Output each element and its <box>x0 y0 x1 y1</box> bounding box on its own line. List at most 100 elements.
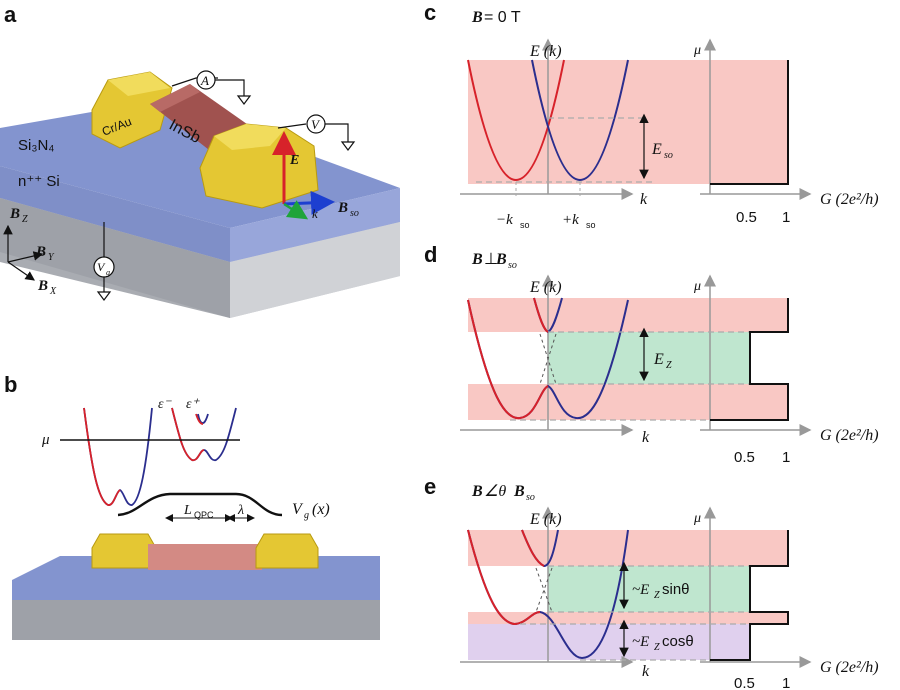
e-lower-band <box>468 624 750 660</box>
ground-icon-2 <box>340 141 356 151</box>
lqpc-sub: QPC <box>194 510 214 520</box>
ground-icon <box>236 95 252 105</box>
nitride-layer-front <box>0 166 230 262</box>
vg-arg: (x) <box>312 501 330 518</box>
e-conductance-step <box>710 530 789 661</box>
c-blue-parabola <box>531 59 629 181</box>
bso-sub: so <box>350 208 359 219</box>
c-minus-kso-sub: so <box>520 220 530 230</box>
d-lower-red <box>467 299 549 420</box>
by-axis <box>7 251 44 263</box>
e-sin-sub: Z <box>654 590 660 601</box>
panel-d: d B ⊥ B so E Z E (k) μ k G (2e²/h) 0.5 1 <box>424 242 879 466</box>
bz-label: B <box>9 206 20 222</box>
e-tick-05: 0.5 <box>734 675 755 690</box>
c-title-b: B <box>471 9 483 26</box>
bx-label: B <box>37 278 48 294</box>
c-tick-1: 1 <box>782 209 790 226</box>
device-b-substrate <box>12 600 380 640</box>
c-mu-label: μ <box>693 43 701 58</box>
d-ez-label: E <box>653 351 664 368</box>
lambda-label: λ <box>237 503 244 518</box>
c-eso-sub: so <box>664 150 673 161</box>
dispersion-right-blue <box>171 407 237 462</box>
panel-label-b: b <box>4 372 17 397</box>
d-tick-05: 0.5 <box>734 449 755 466</box>
e-crossing-dash <box>535 567 553 613</box>
e-middle-band <box>468 612 788 624</box>
d-k-label: k <box>642 429 650 446</box>
c-k-label: k <box>640 191 648 208</box>
c-ek-label: E (k) <box>529 43 562 60</box>
e-ek-label: E (k) <box>529 511 562 528</box>
d-g-label: G (2e²/h) <box>820 427 879 444</box>
c-minus-kso: −k <box>496 212 513 228</box>
c-plus-kso-sub: so <box>586 220 596 230</box>
left-contact-top <box>108 72 170 96</box>
c-plus-kso: +k <box>562 212 579 228</box>
vg-sub: g <box>304 510 309 521</box>
d-title-perp: ⊥ <box>484 251 498 268</box>
c-conductance-step <box>710 60 789 185</box>
panel-label-d: d <box>424 242 437 267</box>
si-block-front <box>0 198 230 318</box>
nanowire-top <box>150 84 200 112</box>
eps-plus-band-red <box>195 413 204 425</box>
bso-label: B <box>337 200 348 216</box>
panel-e: e B ∠θ B so ~E Z sinθ ~E Z cosθ E (k) μ <box>424 474 879 690</box>
e-cos-label: ~E <box>632 634 649 650</box>
eps-minus-label: ε⁻ <box>158 397 173 412</box>
e-sin-rest: sinθ <box>662 581 690 598</box>
bz-sub: Z <box>22 214 28 225</box>
e-k-label: k <box>642 663 650 680</box>
c-red-parabola <box>467 59 565 181</box>
gate-potential-curve <box>117 492 283 517</box>
right-contact-top <box>214 124 286 150</box>
d-title-b2: B <box>495 251 507 268</box>
bx-sub: X <box>49 286 57 297</box>
gate-voltage-label: V <box>97 260 106 274</box>
c-eso-label: E <box>651 141 662 158</box>
d-ek-label: E (k) <box>529 279 562 296</box>
e-sin-gap <box>548 566 750 612</box>
dispersion-right-red <box>171 407 205 462</box>
ammeter-ground-wire <box>215 79 245 96</box>
gate-ground-icon <box>96 291 112 301</box>
device-b-nanowire <box>148 544 262 570</box>
e-lower-red <box>467 529 541 626</box>
d-title-b1: B <box>471 251 483 268</box>
c-tick-05: 0.5 <box>736 209 757 226</box>
d-tick-1: 1 <box>782 449 790 466</box>
e-title-b2: B <box>513 483 525 500</box>
bx-axis <box>7 261 35 281</box>
e-mu-label: μ <box>693 511 701 526</box>
c-g-label: G (2e²/h) <box>820 191 879 208</box>
gate-voltage-sub: g <box>106 268 110 277</box>
vg-label: V <box>292 501 304 518</box>
bso-arrow <box>283 190 335 215</box>
e-title-sub: so <box>526 492 535 503</box>
mu-label-b: μ <box>41 432 50 448</box>
dispersion-left-red <box>83 407 121 506</box>
device-b-left-contact <box>91 533 157 569</box>
e-title-b1: B <box>471 483 483 500</box>
e-g-label: G (2e²/h) <box>820 659 879 676</box>
d-crossing-dash <box>539 333 557 385</box>
e-cos-sub: Z <box>654 642 660 653</box>
by-label: B <box>35 244 46 260</box>
eps-plus-label: ε⁺ <box>186 397 201 412</box>
panel-c: c B = 0 T E so E (k) μ k −k so +k so G (… <box>424 0 879 230</box>
d-upper-red <box>533 297 549 333</box>
panel-b: b μ ε⁻ ε⁺ L QPC λ V g (x) <box>4 372 380 640</box>
k-arrow <box>283 200 309 220</box>
d-title-sub: so <box>508 260 517 271</box>
device-b-right-contact <box>255 533 319 569</box>
k-vector-label: k <box>312 206 318 221</box>
ammeter-label: A <box>200 73 209 88</box>
dispersion-left-blue <box>83 407 153 506</box>
voltmeter-label: V <box>311 117 321 132</box>
panel-a: a Si₃N₄ n⁺⁺ Si Cr/Au InSb A V <box>0 2 400 318</box>
c-occupied-band <box>468 60 788 184</box>
d-zeeman-gap <box>548 332 750 384</box>
